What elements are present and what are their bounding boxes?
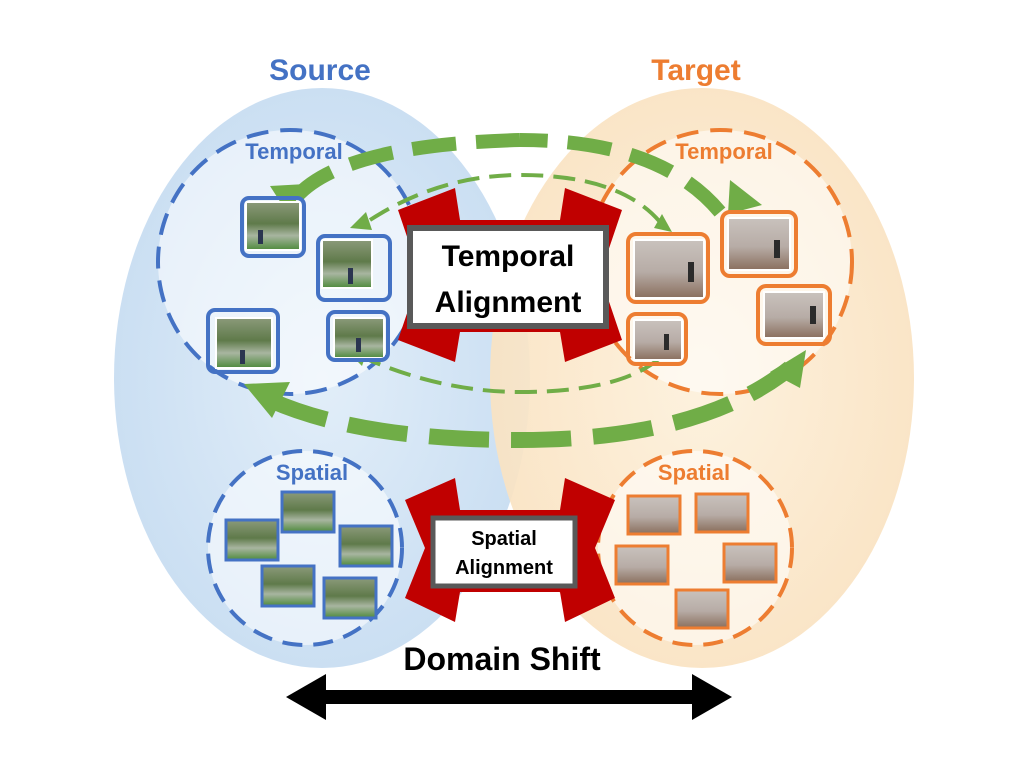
source-frame xyxy=(224,518,280,562)
source-temporal-label: Temporal xyxy=(245,139,342,164)
target-frame xyxy=(674,588,730,630)
target-spatial-label: Spatial xyxy=(658,460,730,485)
source-clip-stack-2 xyxy=(316,234,392,302)
domain-shift-label: Domain Shift xyxy=(403,641,601,677)
source-spatial-frames xyxy=(224,490,394,620)
target-spatial-frames xyxy=(614,492,778,630)
arrowhead-bottom-left xyxy=(244,382,290,418)
source-clip-stack-3 xyxy=(206,308,280,374)
source-frame xyxy=(338,524,394,568)
target-title: Target xyxy=(651,54,740,87)
target-clip-stack-1 xyxy=(626,232,710,304)
source-frame xyxy=(260,564,316,608)
spatial-alignment-box xyxy=(430,515,578,589)
arrowhead-thin-upper-right xyxy=(654,214,672,232)
target-frame xyxy=(626,494,682,536)
target-clip-stack-4 xyxy=(756,284,832,346)
temporal-arrow-top xyxy=(284,133,521,210)
arrowhead-top-right xyxy=(728,180,762,214)
source-clip-stack-1 xyxy=(240,196,306,258)
target-frame xyxy=(694,492,750,534)
spatial-alignment-line1: Spatial xyxy=(471,528,537,550)
source-clip-stack-4 xyxy=(326,310,390,362)
target-frame xyxy=(722,542,778,584)
temporal-arrow-thin-lower xyxy=(359,354,662,395)
arrowhead-bottom-right xyxy=(770,350,806,388)
temporal-alignment-box xyxy=(407,225,609,329)
temporal-arrow-source-to-target-top xyxy=(519,133,726,217)
source-spatial-label: Spatial xyxy=(276,460,348,485)
target-clip-stack-2 xyxy=(720,210,798,278)
temporal-alignment-line2: Alignment xyxy=(435,286,582,319)
domain-shift-double-arrow xyxy=(286,674,732,720)
temporal-arrow-thin-upper xyxy=(368,172,662,224)
target-temporal-label: Temporal xyxy=(675,139,772,164)
source-frame xyxy=(322,576,378,620)
temporal-alignment-line1: Temporal xyxy=(442,240,575,273)
source-title: Source xyxy=(269,54,371,87)
source-frame xyxy=(280,490,336,534)
arrowhead-thin-upper-left xyxy=(350,212,372,230)
target-frame xyxy=(614,544,670,586)
temporal-arrow-bottom xyxy=(266,361,795,449)
target-clip-stack-3 xyxy=(626,312,688,366)
spatial-alignment-line2: Alignment xyxy=(455,557,553,579)
